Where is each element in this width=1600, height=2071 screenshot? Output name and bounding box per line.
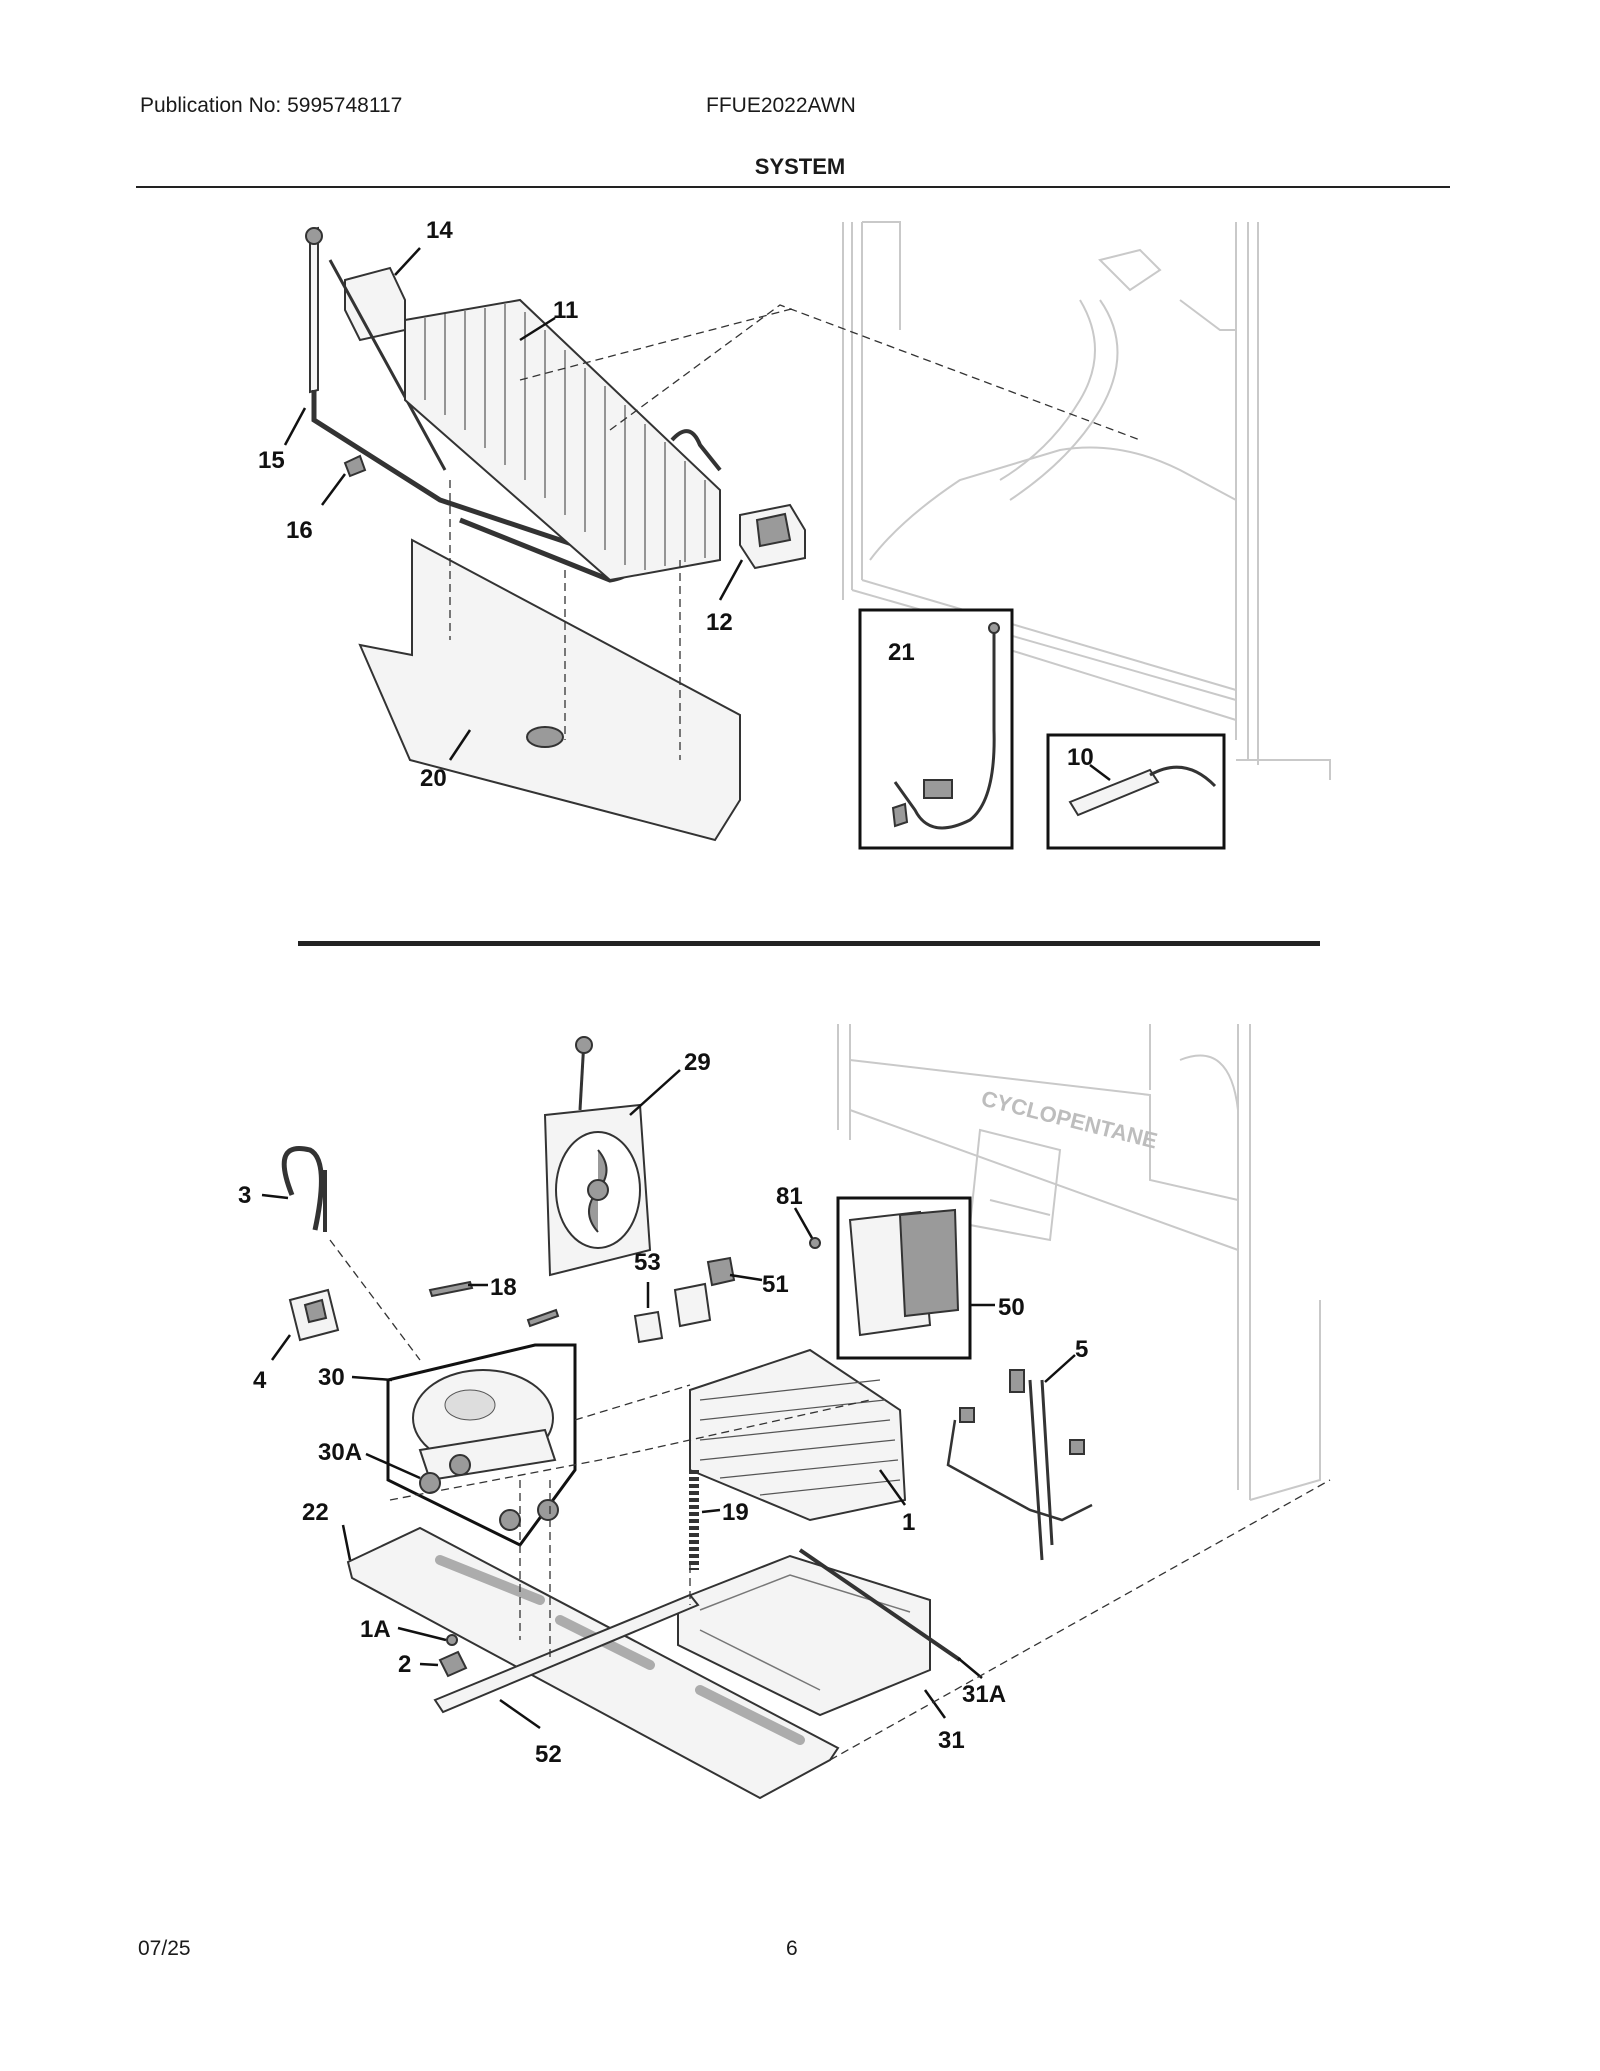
callout-51: 51: [762, 1271, 789, 1298]
callout-31A: 31A: [962, 1681, 1006, 1708]
callout-81: 81: [776, 1183, 803, 1210]
publication-number: Publication No: 5995748117: [140, 94, 403, 117]
callout-30: 30: [318, 1364, 345, 1391]
evaporator-fan-part-12: 12: [706, 503, 806, 636]
callout-30A: 30A: [318, 1439, 362, 1466]
assembly-guide-lines: [329, 1239, 1331, 1761]
callout-20: 20: [420, 765, 447, 792]
compressor-box-part-30: 30 30A: [318, 1343, 577, 1547]
callout-18: 18: [490, 1274, 517, 1301]
callout-50: 50: [998, 1294, 1025, 1321]
base-plate-part-22: 22: [302, 1499, 840, 1800]
control-board-part-50: 50: [836, 1196, 1025, 1360]
callout-14: 14: [426, 217, 453, 244]
inset-box-part-10: 10: [1046, 733, 1226, 850]
callout-3: 3: [238, 1182, 251, 1209]
callout-1: 1: [902, 1509, 915, 1536]
brace-part-52: 52: [433, 1593, 700, 1768]
inset-box-part-21: 21: [858, 608, 1014, 850]
drain-pan-part-31: 31A 31: [677, 1548, 1006, 1754]
callout-53: 53: [634, 1249, 661, 1276]
callout-2: 2: [398, 1651, 411, 1678]
evaporator-part-11: 11: [404, 297, 722, 582]
condenser-fan-part-29: 29: [543, 1036, 711, 1277]
drain-trough-part-20: 20: [358, 304, 1141, 842]
part-51: 51: [673, 1256, 789, 1328]
callout-5: 5: [1075, 1336, 1088, 1363]
callout-52: 52: [535, 1741, 562, 1768]
model-number: FFUE2022AWN: [706, 94, 856, 117]
relay-part-4: 4: [253, 1288, 340, 1394]
callout-31: 31: [938, 1727, 965, 1754]
callout-19: 19: [722, 1499, 749, 1526]
tube-part-3: 3: [238, 1146, 327, 1232]
screw-part-1A: 1A: [360, 1616, 458, 1646]
callout-29: 29: [684, 1049, 711, 1076]
header-divider: [136, 186, 1450, 188]
footer-date: 07/25: [138, 1937, 191, 1960]
callout-12: 12: [706, 609, 733, 636]
callout-10: 10: [1067, 744, 1094, 771]
cabinet-marking: CYCLOPENTANE: [979, 1086, 1160, 1154]
callout-1A: 1A: [360, 1616, 391, 1643]
wiring-harness-part-5: 5: [946, 1336, 1093, 1561]
page-title: SYSTEM: [754, 154, 846, 179]
screw-part-81: 81: [776, 1183, 821, 1249]
page-number: 6: [786, 1937, 798, 1960]
spring-part-19: 19: [689, 1470, 749, 1570]
callout-11: 11: [553, 297, 578, 324]
section-divider: [298, 941, 1320, 946]
defrost-terminator-part-14: 14: [344, 217, 453, 342]
callout-4: 4: [253, 1367, 267, 1394]
part-53: 53: [633, 1249, 664, 1344]
clips-part-18: 18: [428, 1274, 560, 1328]
cabinet-outline-upper: [842, 221, 1331, 780]
callout-15: 15: [258, 447, 285, 474]
callout-21: 21: [888, 639, 915, 666]
callout-16: 16: [286, 517, 313, 544]
heater-clip-part-16: 16: [286, 454, 367, 544]
washer-part-2: 2: [398, 1650, 468, 1678]
callout-22: 22: [302, 1499, 329, 1526]
